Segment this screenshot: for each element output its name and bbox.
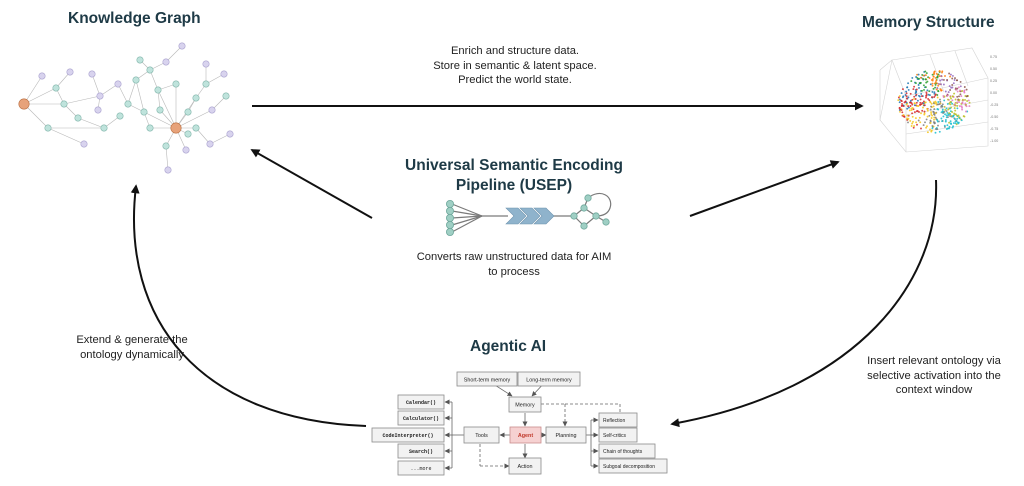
planning-item-self-critics: Self-critics bbox=[603, 433, 627, 439]
planning-item-chain-of-thoughts: Chain of thoughts bbox=[603, 449, 643, 455]
planning-item-reflection: Reflection bbox=[603, 418, 625, 424]
planning-item-subgoal-decomposition: Subgoal decomposition bbox=[603, 464, 655, 470]
memory-scatter bbox=[897, 70, 971, 134]
usep-caption-line-1: Converts raw unstructured data for AIM bbox=[416, 251, 612, 263]
memory-axis-ticks: 0.75 0.50 0.25 0.00 -0.25 -0.50 -0.75 -1.00 bbox=[990, 55, 998, 143]
right-caption-line-3: context window bbox=[895, 384, 973, 397]
tool-item-calendar: Calendar() bbox=[406, 400, 436, 406]
arrow-memory-to-agentic bbox=[670, 179, 938, 428]
knowledge-graph-title: Knowledge Graph bbox=[68, 10, 201, 27]
right-caption-line-1: Insert relevant ontology via bbox=[867, 355, 1001, 367]
arrow-usep-to-memory bbox=[689, 160, 840, 217]
top-caption-line-2: Store in semantic & latent space. bbox=[433, 59, 597, 72]
tool-item-code-interpreter: CodeInterpreter() bbox=[382, 433, 433, 439]
memory-axis-tick: -0.50 bbox=[990, 115, 998, 119]
agentic-ai-title: Agentic AI bbox=[470, 338, 547, 355]
right-caption-line-2: selective activation into the bbox=[867, 369, 1001, 382]
top-caption: Enrich and structure data. Store in sema… bbox=[400, 44, 630, 88]
memory-structure-title: Memory Structure bbox=[862, 14, 995, 31]
usep-title-line-2: Pipeline (USEP) bbox=[455, 177, 573, 194]
memory-axis-tick: 0.25 bbox=[990, 79, 997, 83]
top-caption-line-1: Enrich and structure data. bbox=[450, 45, 580, 57]
left-caption-line-1: Extend & generate the bbox=[76, 334, 188, 346]
memory-axis-tick: 0.00 bbox=[990, 91, 997, 95]
tool-item-calculator: Calculator() bbox=[403, 416, 439, 422]
agentic-ai-diagram: Short-term memory Long-term memory Memor… bbox=[371, 371, 668, 476]
left-caption: Extend & generate the ontology dynamical… bbox=[42, 333, 222, 362]
knowledge-graph bbox=[18, 42, 234, 174]
tool-item-more: ...more bbox=[410, 466, 431, 472]
right-caption: Insert relevant ontology via selective a… bbox=[846, 354, 1022, 398]
short-term-memory-box: Short-term memory bbox=[464, 378, 511, 384]
usep-caption: Converts raw unstructured data for AIM t… bbox=[404, 250, 624, 279]
memory-axis-tick: 0.75 bbox=[990, 55, 997, 59]
planning-box: Planning bbox=[556, 433, 577, 439]
agent-box: Agent bbox=[518, 433, 533, 439]
usep-title: Universal Semantic Encoding Pipeline (US… bbox=[394, 156, 634, 196]
memory-axis-tick: -0.75 bbox=[990, 127, 998, 131]
memory-box: Memory bbox=[515, 403, 535, 409]
tool-item-search: Search() bbox=[409, 449, 433, 455]
memory-structure-plot bbox=[879, 47, 989, 153]
memory-axis-tick: 0.50 bbox=[990, 67, 997, 71]
usep-caption-line-2: to process bbox=[488, 265, 540, 278]
memory-axis-tick: -0.25 bbox=[990, 103, 998, 107]
arrow-agentic-to-kg bbox=[130, 184, 367, 427]
usep-icon bbox=[445, 193, 612, 236]
long-term-memory-box: Long-term memory bbox=[526, 378, 572, 384]
usep-title-line-1: Universal Semantic Encoding bbox=[405, 157, 623, 174]
top-caption-line-3: Predict the world state. bbox=[458, 74, 572, 87]
left-caption-line-2: ontology dynamically bbox=[80, 348, 184, 361]
arrow-usep-to-kg bbox=[250, 149, 373, 219]
action-box: Action bbox=[518, 464, 533, 470]
memory-axis-tick: -1.00 bbox=[990, 139, 998, 143]
tools-box: Tools bbox=[475, 433, 488, 439]
